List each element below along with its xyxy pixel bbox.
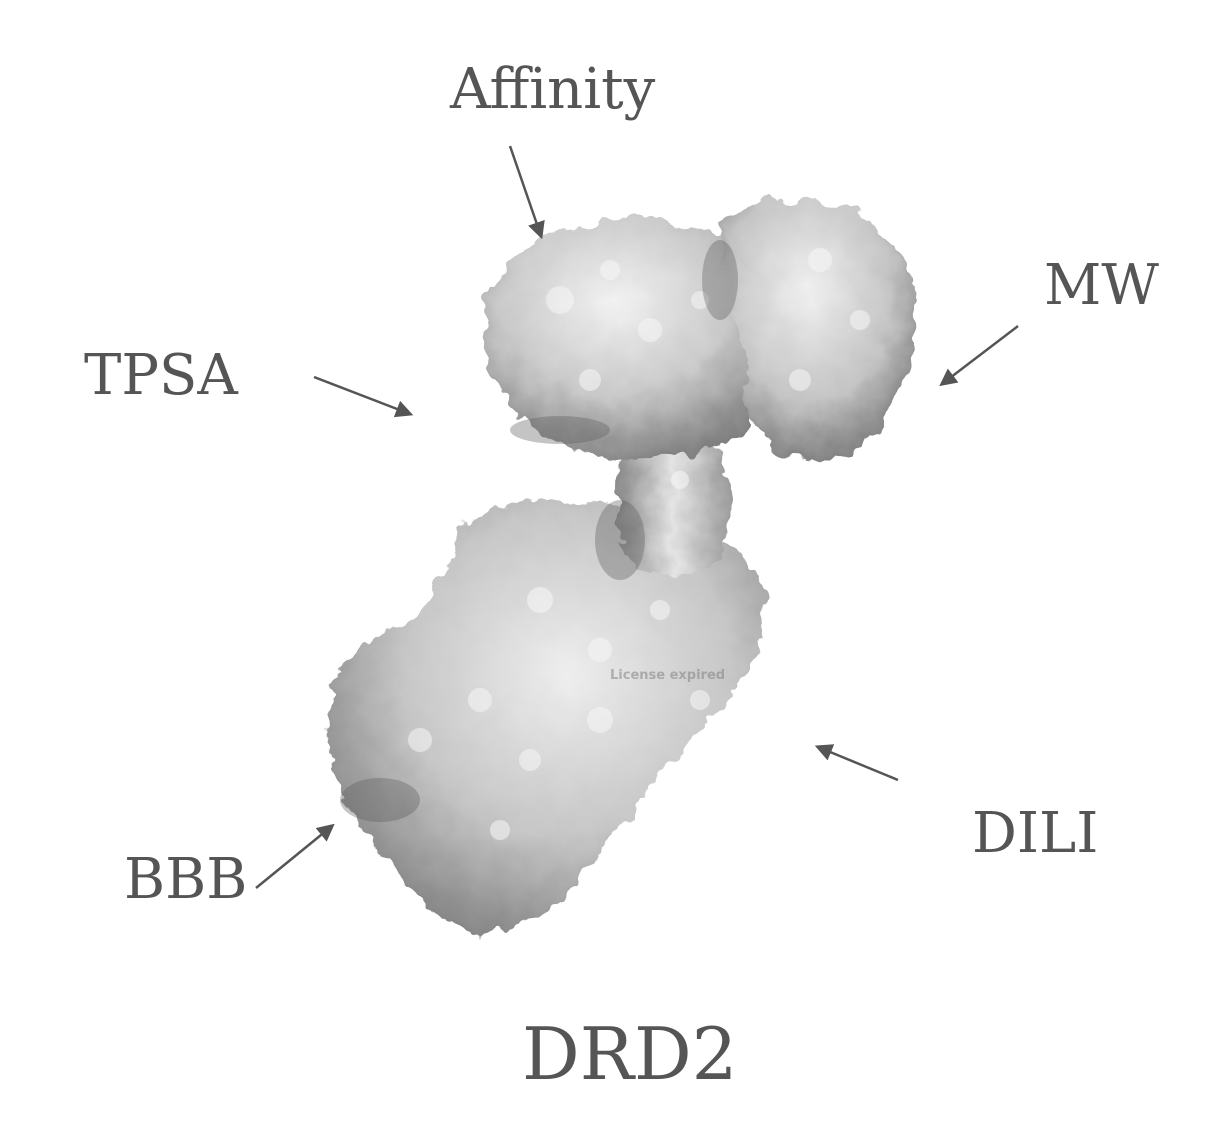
protein-side-domain: [718, 199, 917, 460]
label-affinity: Affinity: [450, 57, 656, 122]
arrow-mw: [939, 325, 1019, 387]
protein-linker: [616, 435, 731, 575]
protein-upper-domain: [483, 217, 776, 459]
surface-shadows: [340, 240, 738, 822]
watermark-text: License expired: [610, 668, 726, 683]
label-dili: DILI: [972, 801, 1099, 866]
label-mw: MW: [1044, 253, 1159, 318]
arrow-dili: [814, 744, 899, 782]
label-tpsa: TPSA: [84, 343, 238, 408]
arrow-affinity: [508, 145, 545, 240]
figure-title: DRD2: [522, 1012, 738, 1096]
arrow-tpsa: [313, 375, 414, 418]
label-bbb: BBB: [124, 847, 248, 912]
arrow-bbb: [255, 823, 335, 889]
annotation-arrows: [255, 145, 1019, 889]
surface-texture: [408, 248, 870, 840]
